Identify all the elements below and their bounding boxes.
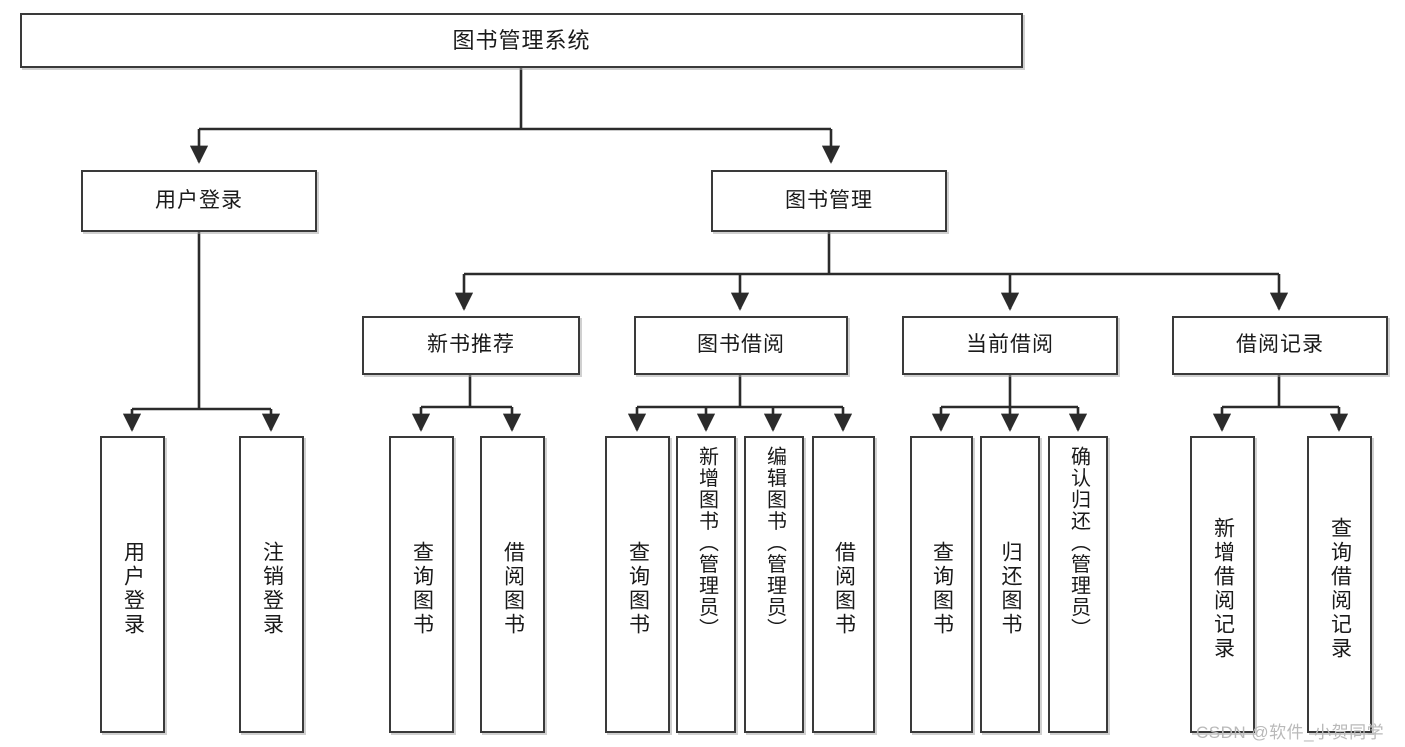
leaf-query-book-recommend[interactable]: 查询图书 (389, 436, 454, 733)
node-label: 新增图书（管理员） (695, 446, 718, 640)
node-user-login[interactable]: 用户登录 (81, 170, 317, 232)
leaf-logout-login[interactable]: 注销登录 (239, 436, 304, 733)
leaf-add-book-admin[interactable]: 新增图书（管理员） (676, 436, 736, 733)
node-current-borrow[interactable]: 当前借阅 (902, 316, 1118, 375)
node-label: 借阅记录 (1236, 333, 1324, 357)
leaf-query-book-current[interactable]: 查询图书 (910, 436, 973, 733)
node-label: 新书推荐 (427, 333, 515, 357)
node-borrow-record[interactable]: 借阅记录 (1172, 316, 1388, 375)
node-label: 确认归还（管理员） (1067, 446, 1090, 640)
node-label: 图书管理 (785, 188, 873, 212)
node-label: 查询图书 (410, 540, 434, 637)
node-label: 查询图书 (930, 540, 954, 637)
node-label: 图书借阅 (697, 333, 785, 357)
node-label: 用户登录 (121, 540, 145, 637)
node-label: 注销登录 (260, 540, 284, 637)
node-label: 查询借阅记录 (1328, 516, 1352, 661)
leaf-query-book-borrow[interactable]: 查询图书 (605, 436, 670, 733)
node-new-book-recommend[interactable]: 新书推荐 (362, 316, 580, 375)
node-book-management[interactable]: 图书管理 (711, 170, 947, 232)
leaf-return-book[interactable]: 归还图书 (980, 436, 1040, 733)
node-label: 归还图书 (999, 540, 1023, 637)
node-root-book-management-system[interactable]: 图书管理系统 (20, 13, 1023, 68)
node-label: 新增借阅记录 (1211, 516, 1235, 661)
leaf-borrow-book-recommend[interactable]: 借阅图书 (480, 436, 545, 733)
node-book-borrow[interactable]: 图书借阅 (634, 316, 848, 375)
csdn-watermark: CSDN @软件_小贺同学 (1196, 723, 1385, 742)
leaf-edit-book-admin[interactable]: 编辑图书（管理员） (744, 436, 804, 733)
node-label: 借阅图书 (832, 540, 856, 637)
leaf-query-borrow-record[interactable]: 查询借阅记录 (1307, 436, 1372, 733)
node-label: 查询图书 (626, 540, 650, 637)
node-label: 当前借阅 (966, 333, 1054, 357)
node-label: 用户登录 (155, 188, 243, 212)
leaf-user-login[interactable]: 用户登录 (100, 436, 165, 733)
leaf-confirm-return-admin[interactable]: 确认归还（管理员） (1048, 436, 1108, 733)
leaf-add-borrow-record[interactable]: 新增借阅记录 (1190, 436, 1255, 733)
node-label: 借阅图书 (501, 540, 525, 637)
leaf-borrow-book-borrow[interactable]: 借阅图书 (812, 436, 875, 733)
node-label: 图书管理系统 (452, 27, 591, 53)
node-label: 编辑图书（管理员） (763, 446, 786, 640)
